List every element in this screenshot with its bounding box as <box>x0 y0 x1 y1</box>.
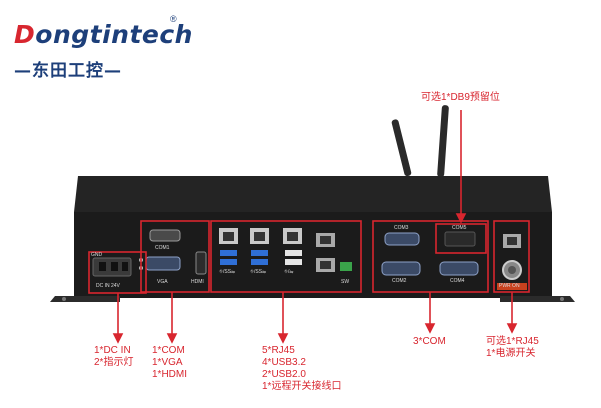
label-dc-in: DC IN 24V <box>96 283 120 289</box>
usb20-port-1 <box>285 250 302 256</box>
label-pwr: PWR ON <box>499 283 520 289</box>
power-label-plate <box>497 283 527 290</box>
callout-display-line: 1*COM <box>152 345 185 356</box>
callout-io-line: 1*远程开关接线口 <box>262 381 342 392</box>
callout-io-line: 4*USB3.2 <box>262 357 306 368</box>
callout-dc-line: 2*指示灯 <box>94 357 134 368</box>
vga-port <box>145 256 181 271</box>
callout-com: 3*COM <box>413 336 446 347</box>
label-com2: COM2 <box>392 278 407 284</box>
label-sw: SW <box>341 279 350 285</box>
antenna-left <box>391 119 412 177</box>
com5-placeholder <box>444 231 476 247</box>
usb32-port-2 <box>220 259 237 265</box>
callout-dc-line: 1*DC IN <box>94 345 131 356</box>
callout-power-line: 1*电源开关 <box>486 348 536 359</box>
com2-port <box>381 261 421 276</box>
callout-dc: 1*DC IN 2*指示灯 <box>94 345 133 369</box>
usb32-port-1 <box>220 250 237 256</box>
label-usb-b: ⛗/SS⇋ <box>250 269 267 275</box>
com4-port <box>439 261 479 276</box>
usb32-port-4 <box>251 259 268 265</box>
hdmi-port <box>195 251 207 275</box>
mount-bracket-left <box>50 296 120 302</box>
label-com1: COM1 <box>155 245 170 251</box>
label-com4: COM4 <box>450 278 465 284</box>
label-usb-a: ⛗/SS⇋ <box>219 269 236 275</box>
callout-display-line: 1*HDMI <box>152 369 188 380</box>
brand-name: ongtintech <box>35 20 193 49</box>
callout-db9: 可选1*DB9预留位 <box>421 92 500 103</box>
label-gnd: GND <box>91 252 103 258</box>
highlight-display <box>140 220 210 293</box>
callout-display: 1*COM 1*VGA 1*HDMI <box>152 345 187 381</box>
callout-io-line: 5*RJ45 <box>262 345 295 356</box>
brand-chinese: —东田工控— <box>14 61 122 81</box>
callout-io-line: 2*USB2.0 <box>262 369 306 380</box>
chassis-front <box>74 212 552 298</box>
brand-logo: Dongtintech <box>14 20 193 49</box>
brand-first-letter: D <box>14 20 36 49</box>
usb20-port-2 <box>285 259 302 265</box>
chassis-top <box>74 176 552 212</box>
label-vga: VGA <box>157 279 168 285</box>
callout-power-line: 可选1*RJ45 <box>486 336 539 347</box>
highlight-io <box>210 220 362 293</box>
callout-display-line: 1*VGA <box>152 357 183 368</box>
remote-switch-terminal <box>340 262 352 271</box>
label-com5: COM5 <box>452 225 467 231</box>
label-usb-c: ⛗/⇋ <box>284 269 294 275</box>
callout-power: 可选1*RJ45 1*电源开关 <box>486 336 539 360</box>
com1-port <box>149 229 181 242</box>
com3-port <box>384 232 420 246</box>
antenna-right <box>437 105 449 178</box>
label-hdmi: HDMI <box>191 279 204 285</box>
usb32-port-3 <box>251 250 268 256</box>
highlight-db9 <box>435 223 487 254</box>
registered-mark: ® <box>170 14 177 24</box>
callout-io: 5*RJ45 4*USB3.2 2*USB2.0 1*远程开关接线口 <box>262 345 341 393</box>
mount-bracket-right <box>500 296 575 302</box>
label-com3: COM3 <box>394 225 409 231</box>
